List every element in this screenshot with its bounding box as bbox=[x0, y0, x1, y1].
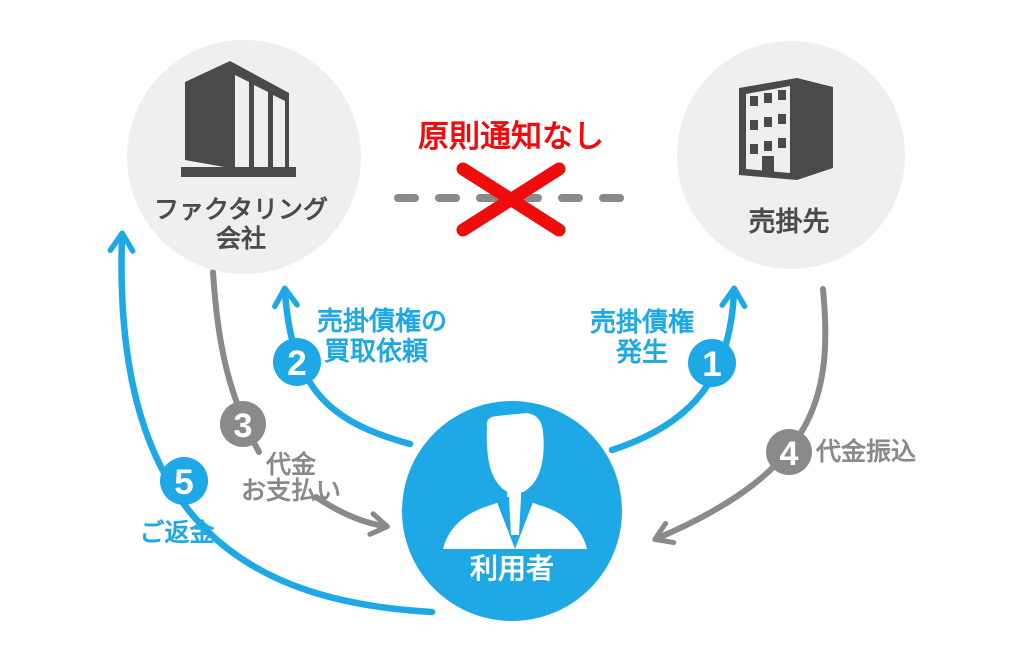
client-label: 売掛先 bbox=[749, 207, 830, 237]
client-node: 売掛先 bbox=[677, 41, 905, 269]
factoring-company-label-line1: ファクタリング bbox=[154, 196, 328, 224]
step-2-badge: 2 bbox=[273, 338, 321, 386]
svg-text:買取依頼: 買取依頼 bbox=[324, 336, 429, 366]
svg-text:売掛債権の: 売掛債権の bbox=[317, 306, 447, 336]
step-5-label: ご返金 bbox=[139, 518, 215, 547]
step-4-label: 代金振込 bbox=[815, 437, 916, 466]
step-2-arrow bbox=[271, 285, 414, 448]
step-2-label: 売掛債権の 買取依頼 bbox=[317, 306, 447, 366]
step-1-label: 売掛債権 発生 bbox=[590, 307, 694, 367]
step-4-number: 4 bbox=[780, 435, 799, 473]
no-notification-notice: 原則通知なし bbox=[394, 119, 632, 237]
step-1-arrow bbox=[608, 285, 748, 454]
office-building-3d-icon bbox=[181, 61, 296, 177]
x-mark-icon bbox=[456, 162, 566, 237]
step-4-arrow bbox=[652, 286, 829, 546]
svg-text:売掛債権: 売掛債権 bbox=[590, 307, 694, 337]
apartment-building-3d-icon bbox=[739, 78, 833, 180]
svg-text:発生: 発生 bbox=[615, 337, 668, 367]
factoring-company-label-line2: 会社 bbox=[216, 224, 266, 253]
step-3-label: 代金 お支払い bbox=[241, 450, 341, 505]
step-4-badge: 4 bbox=[766, 429, 812, 475]
factoring-company-node: ファクタリング 会社 bbox=[127, 40, 361, 274]
user-node: 利用者 bbox=[402, 401, 622, 621]
svg-text:代金振込: 代金振込 bbox=[815, 437, 916, 466]
svg-text:代金: 代金 bbox=[265, 450, 317, 479]
businessman-icon bbox=[443, 413, 587, 549]
svg-text:ご返金: ご返金 bbox=[139, 518, 215, 547]
step-5-arrow bbox=[107, 230, 436, 616]
user-label: 利用者 bbox=[470, 553, 554, 584]
step-3-badge: 3 bbox=[220, 401, 266, 447]
svg-text:お支払い: お支払い bbox=[241, 477, 341, 505]
step-1-number: 1 bbox=[702, 345, 721, 384]
step-3-number: 3 bbox=[234, 407, 253, 445]
step-5-badge: 5 bbox=[160, 457, 208, 505]
step-2-number: 2 bbox=[287, 344, 306, 383]
step-5-number: 5 bbox=[174, 463, 193, 502]
step-1-badge: 1 bbox=[688, 339, 736, 387]
notice-label: 原則通知なし bbox=[418, 119, 604, 154]
